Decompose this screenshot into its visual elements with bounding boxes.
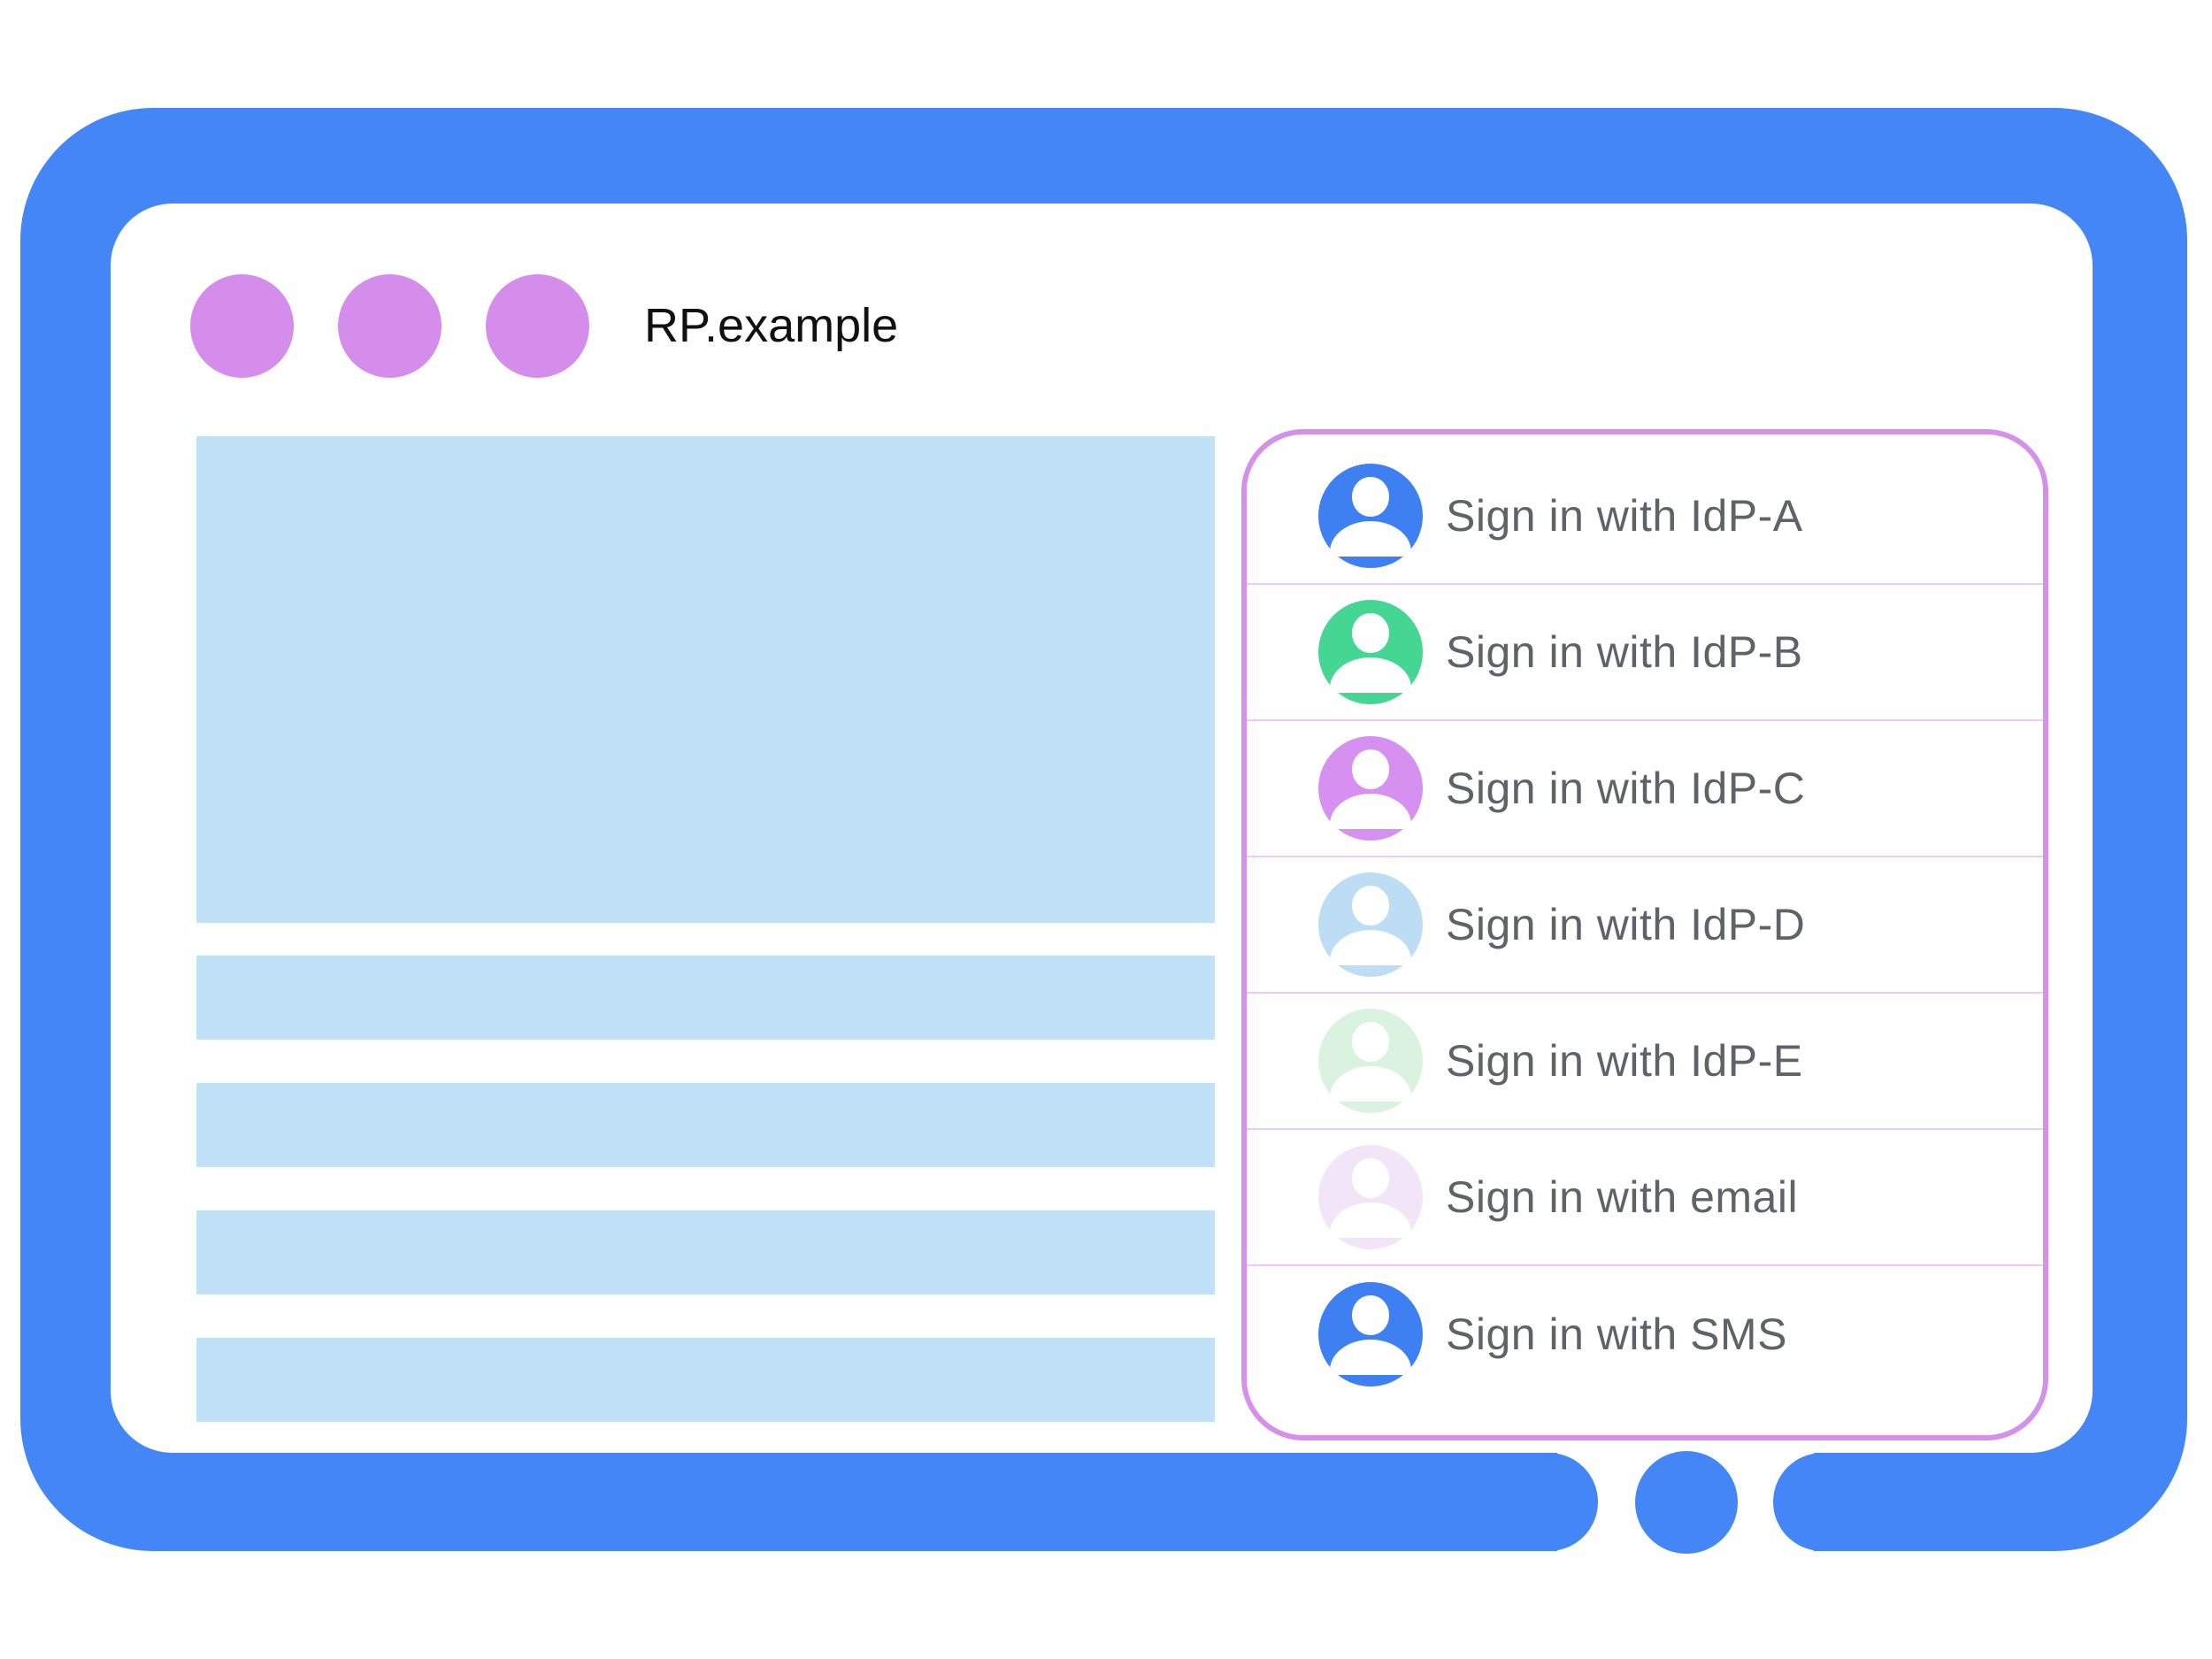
signin-option-email[interactable]: Sign in with email bbox=[1247, 1130, 2043, 1266]
signin-option-label: Sign in with SMS bbox=[1446, 1310, 1787, 1359]
window-dot-icon bbox=[190, 274, 294, 378]
content-placeholder-line bbox=[196, 1338, 1215, 1422]
person-icon bbox=[1318, 1009, 1423, 1113]
account-chooser-panel: Sign in with IdP-A Sign in with IdP-B Si… bbox=[1241, 429, 2048, 1440]
person-icon bbox=[1318, 736, 1423, 841]
person-icon bbox=[1318, 464, 1423, 568]
content-placeholder-line bbox=[196, 956, 1215, 1040]
signin-option-label: Sign in with IdP-D bbox=[1446, 900, 1806, 949]
signin-option-label: Sign in with IdP-B bbox=[1446, 627, 1803, 677]
signin-option-idp-c[interactable]: Sign in with IdP-C bbox=[1247, 721, 2043, 857]
browser-frame: RP.example Sign in with IdP-A Sign in wi… bbox=[20, 108, 2187, 1551]
person-icon bbox=[1318, 600, 1423, 704]
signin-option-sms[interactable]: Sign in with SMS bbox=[1247, 1266, 2043, 1402]
signin-option-label: Sign in with IdP-A bbox=[1446, 491, 1803, 541]
signin-option-idp-a[interactable]: Sign in with IdP-A bbox=[1247, 449, 2043, 585]
signin-option-label: Sign in with email bbox=[1446, 1172, 1799, 1222]
window-dot-icon bbox=[338, 274, 442, 378]
person-icon bbox=[1318, 1145, 1423, 1249]
signin-option-label: Sign in with IdP-C bbox=[1446, 764, 1806, 813]
signin-option-idp-e[interactable]: Sign in with IdP-E bbox=[1247, 994, 2043, 1130]
window-dot-icon bbox=[486, 274, 589, 378]
home-button-icon bbox=[1635, 1451, 1738, 1554]
signin-option-idp-d[interactable]: Sign in with IdP-D bbox=[1247, 857, 2043, 994]
browser-screen: RP.example Sign in with IdP-A Sign in wi… bbox=[111, 204, 2093, 1453]
signin-option-label: Sign in with IdP-E bbox=[1446, 1036, 1803, 1086]
site-title: RP.example bbox=[644, 299, 899, 352]
content-placeholder-line bbox=[196, 1210, 1215, 1294]
content-placeholder-line bbox=[196, 1083, 1215, 1167]
content-placeholder-hero bbox=[196, 436, 1215, 923]
person-icon bbox=[1318, 1282, 1423, 1386]
signin-option-idp-b[interactable]: Sign in with IdP-B bbox=[1247, 585, 2043, 721]
person-icon bbox=[1318, 872, 1423, 977]
